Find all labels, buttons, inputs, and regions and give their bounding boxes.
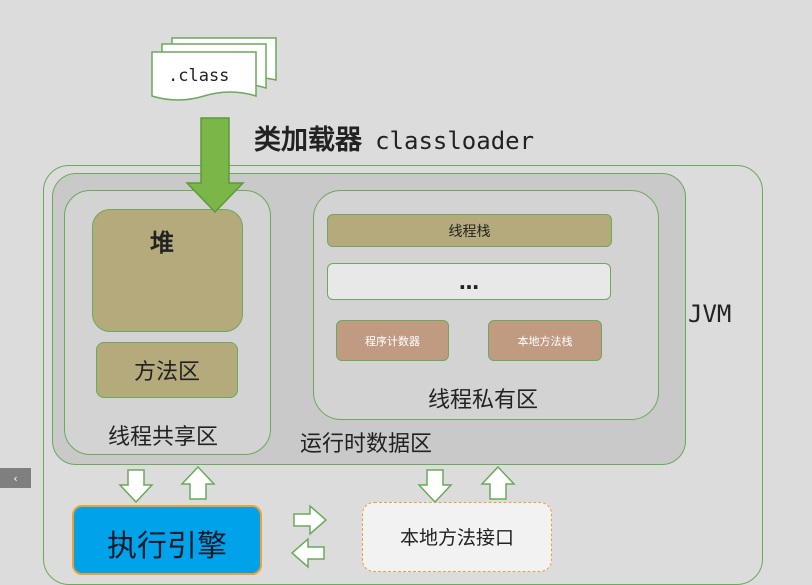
pc-register-box: 程序计数器 <box>336 320 449 361</box>
classloader-down-arrow-icon <box>185 117 245 213</box>
chevron-left-icon: ‹ <box>13 471 18 485</box>
class-files-icon <box>151 37 277 101</box>
native-method-interface-label: 本地方法接口 <box>399 527 514 549</box>
ellipsis-label: … <box>459 269 479 294</box>
right-arrow-icon <box>293 504 328 536</box>
native-method-stack-label: 本地方法栈 <box>517 334 573 348</box>
native-method-stack-box: 本地方法栈 <box>488 320 602 361</box>
ellipsis-box: … <box>327 263 611 300</box>
runtime-data-area-label: 运行时数据区 <box>300 432 433 457</box>
pc-register-label: 程序计数器 <box>365 334 420 348</box>
execution-engine-label: 执行引擎 <box>107 529 227 564</box>
execution-engine-box: 执行引擎 <box>72 505 262 575</box>
exec-down-arrow-icon <box>118 469 154 504</box>
left-arrow-icon <box>290 537 325 569</box>
classloader-label-en: classloader <box>375 127 535 155</box>
classloader-label-cn: 类加载器 <box>254 125 362 156</box>
jvm-label: JVM <box>688 300 732 328</box>
native-down-arrow-icon <box>417 469 453 504</box>
nav-back-tab[interactable]: ‹ <box>0 468 31 488</box>
native-method-interface-box: 本地方法接口 <box>362 502 552 572</box>
classloader-label: 类加载器 classloader <box>254 118 534 157</box>
method-area-box: 方法区 <box>96 342 238 398</box>
thread-stack-box: 线程栈 <box>327 214 612 247</box>
exec-up-arrow-icon <box>180 465 216 500</box>
class-file-label: .class <box>168 66 230 86</box>
method-area-label: 方法区 <box>133 360 200 385</box>
native-up-arrow-icon <box>480 465 516 500</box>
heap-label: 堆 <box>150 229 174 257</box>
thread-private-area-label: 线程私有区 <box>428 388 539 413</box>
heap-box <box>92 209 243 332</box>
thread-stack-label: 线程栈 <box>448 223 491 240</box>
thread-shared-area-label: 线程共享区 <box>108 425 219 450</box>
